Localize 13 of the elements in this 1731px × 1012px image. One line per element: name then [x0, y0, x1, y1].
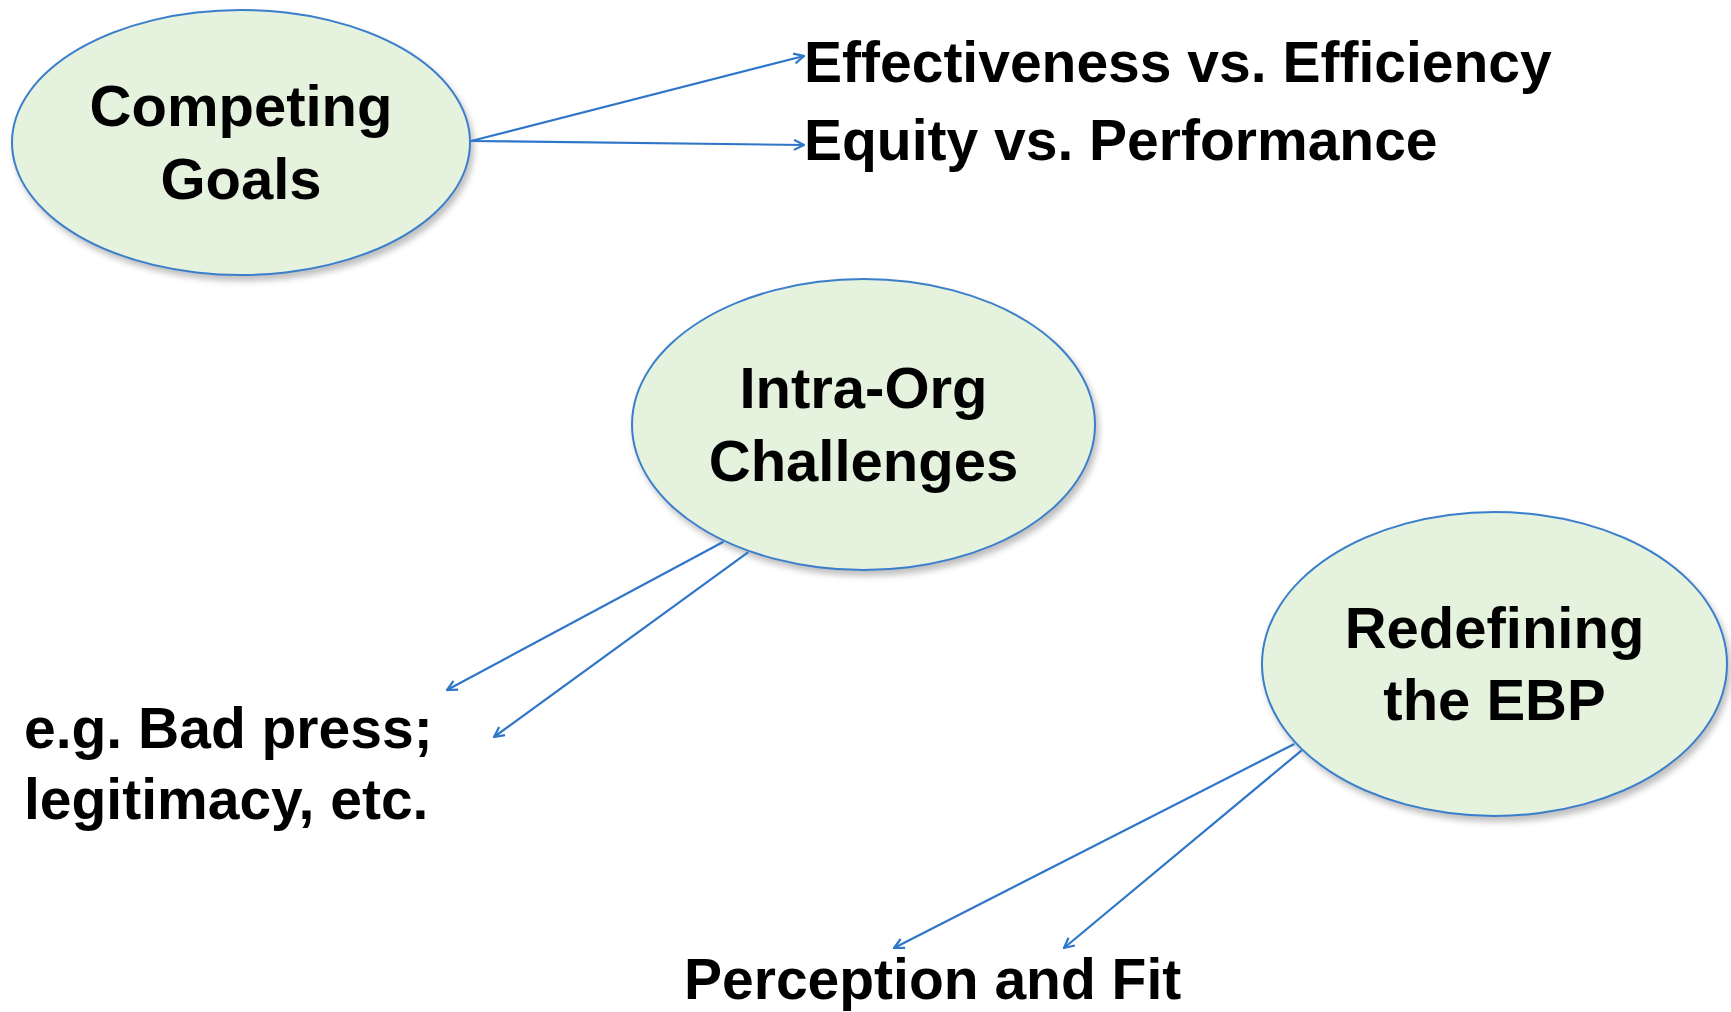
topic-label: Competing Goals	[88, 72, 394, 213]
note-text: Equity vs. Performance	[804, 107, 1438, 175]
arrow	[445, 540, 724, 692]
note-text: e.g. Bad press; legitimacy, etc.	[24, 694, 434, 833]
arrow	[892, 742, 1295, 950]
topic-label: Intra-Org Challenges	[707, 354, 1020, 495]
topic-label: Redefining the EBP	[1343, 593, 1646, 734]
arrow	[470, 52, 806, 143]
note-text: Effectiveness vs. Efficiency	[804, 29, 1552, 97]
arrow	[1062, 749, 1303, 950]
arrow	[492, 551, 749, 739]
arrow	[471, 138, 806, 151]
note-text: Perception and Fit	[684, 946, 1182, 1012]
